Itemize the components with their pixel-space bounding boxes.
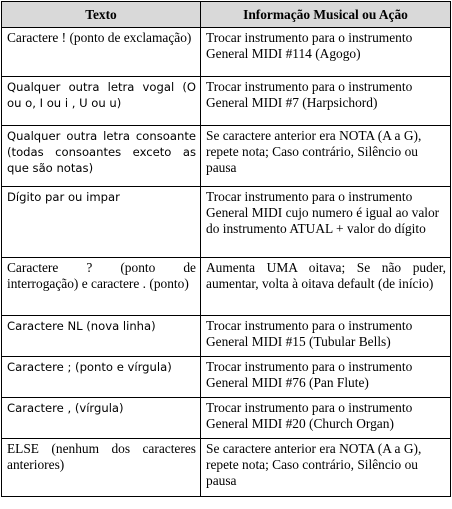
- mapping-table: Texto Informação Musical ou Ação Caracte…: [1, 1, 451, 497]
- table-row: Caractere NL (nova linha) Trocar instrum…: [1, 315, 451, 357]
- cell-texto: Caractere ! (ponto de exclamação): [1, 27, 201, 77]
- header-row: Texto Informação Musical ou Ação: [1, 1, 451, 28]
- cell-acao: Trocar instrumento para o instrumento Ge…: [200, 186, 451, 258]
- table-row: Qualquer outra letra vogal (O ou o, I ou…: [1, 76, 451, 126]
- cell-acao: Se caractere anterior era NOTA (A a G), …: [200, 125, 451, 187]
- table-row: Qualquer outra letra consoante (todas co…: [1, 125, 451, 187]
- cell-texto: ELSE (nenhum dos caracteres anteriores): [1, 438, 201, 497]
- cell-acao: Trocar instrumento para o instrumento Ge…: [200, 27, 451, 77]
- cell-acao: Aumenta UMA oitava; Se não puder, aument…: [200, 257, 451, 316]
- cell-texto: Caractere , (vírgula): [1, 397, 201, 439]
- cell-texto: Qualquer outra letra consoante (todas co…: [1, 125, 201, 187]
- table-row: Caractere ! (ponto de exclamação) Trocar…: [1, 27, 451, 77]
- cell-texto: Dígito par ou impar: [1, 186, 201, 258]
- cell-acao: Trocar instrumento para o instrumento Ge…: [200, 397, 451, 439]
- cell-texto: Caractere ? (ponto de interrogação) e ca…: [1, 257, 201, 316]
- mapping-table-container: Texto Informação Musical ou Ação Caracte…: [1, 1, 451, 497]
- cell-texto: Caractere NL (nova linha): [1, 315, 201, 357]
- header-texto: Texto: [1, 1, 201, 28]
- table-row: ELSE (nenhum dos caracteres anteriores) …: [1, 438, 451, 497]
- cell-texto: Caractere ; (ponto e vírgula): [1, 356, 201, 398]
- table-row: Dígito par ou impar Trocar instrumento p…: [1, 186, 451, 258]
- cell-acao: Trocar instrumento para o instrumento Ge…: [200, 315, 451, 357]
- cell-acao: Se caractere anterior era NOTA (A a G), …: [200, 438, 451, 497]
- table-row: Caractere , (vírgula) Trocar instrumento…: [1, 397, 451, 439]
- table-row: Caractere ? (ponto de interrogação) e ca…: [1, 257, 451, 316]
- table-row: Caractere ; (ponto e vírgula) Trocar ins…: [1, 356, 451, 398]
- header-acao: Informação Musical ou Ação: [200, 1, 451, 28]
- cell-acao: Trocar instrumento para o instrumento Ge…: [200, 76, 451, 126]
- cell-acao: Trocar instrumento para o instrumento Ge…: [200, 356, 451, 398]
- cell-texto: Qualquer outra letra vogal (O ou o, I ou…: [1, 76, 201, 126]
